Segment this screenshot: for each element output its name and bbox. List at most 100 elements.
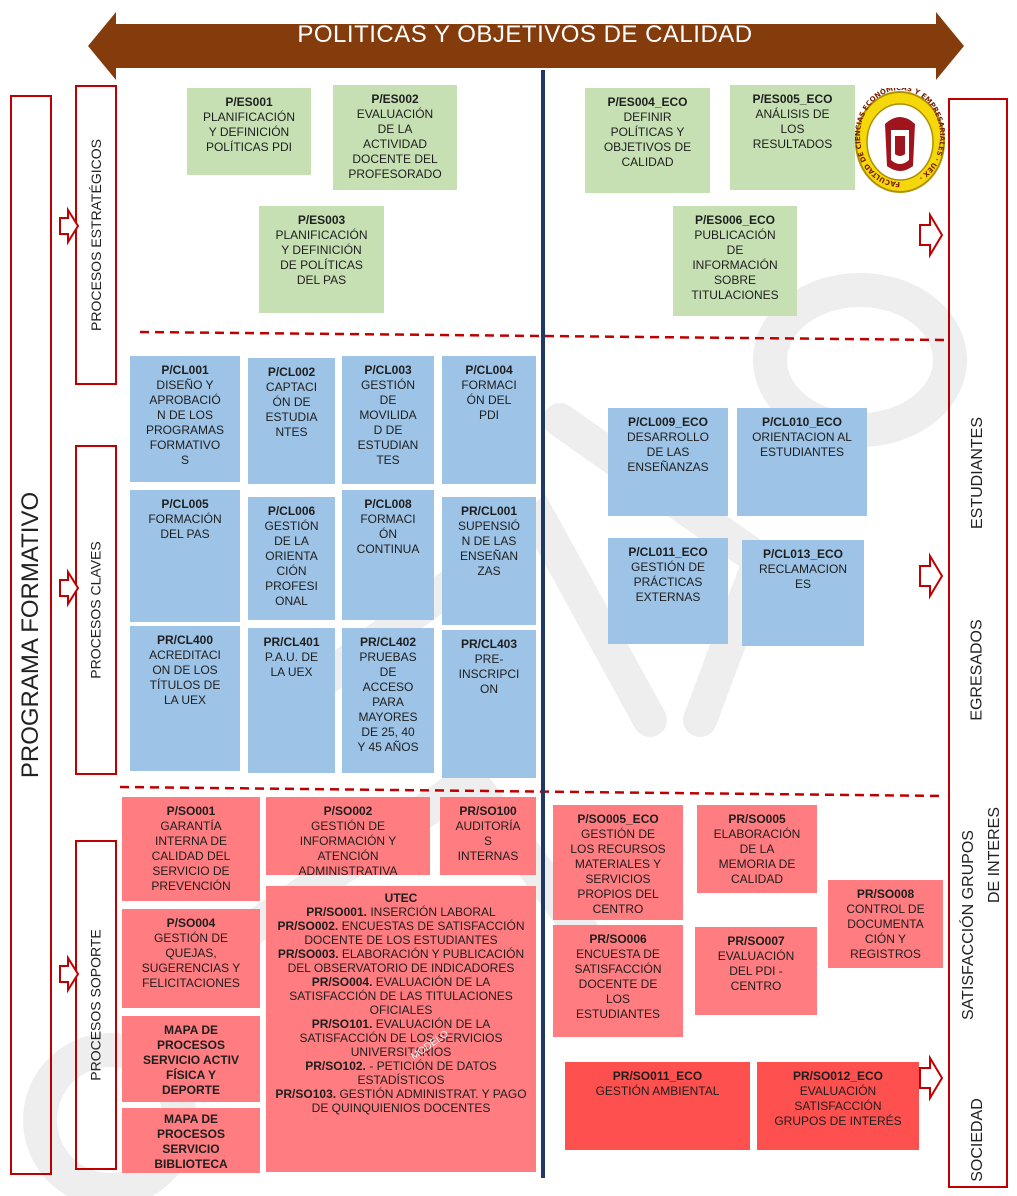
process-code: P/CL008 <box>364 497 412 511</box>
process-description: PUBLICACIÓN DE INFORMACIÓN SOBRE TITULAC… <box>691 228 779 302</box>
arrow-right-icon <box>59 568 80 608</box>
process-description: EVALUACIÓN DEL PDI - CENTRO <box>717 949 795 993</box>
process-box-pcl008[interactable]: P/CL008 FORMACI ÓN CONTINUA <box>342 490 434 620</box>
process-description: GESTIÓN DE PRÁCTICAS EXTERNAS <box>630 560 705 604</box>
process-box-pso005-eco[interactable]: P/SO005_ECO GESTIÓN DE LOS RECURSOS MATE… <box>553 805 683 920</box>
faculty-seal-icon: FACULTAD DE CIENCIAS ECONÓMICAS Y EMPRES… <box>855 88 945 193</box>
utec-item: PR/SO001. INSERCIÓN LABORAL <box>306 905 495 919</box>
process-box-prso012-eco[interactable]: PR/SO012_ECO EVALUACIÓN SATISFACCIÓN GRU… <box>757 1062 919 1150</box>
process-box-pcl004[interactable]: P/CL004 FORMACI ÓN DEL PDI <box>442 356 536 484</box>
process-description: ANÁLISIS DE LOS RESULTADOS <box>752 107 833 151</box>
utec-item-code: PR/SO002. <box>277 919 339 933</box>
process-description: ORIENTACION AL ESTUDIANTES <box>752 430 852 459</box>
utec-item-text: - PETICIÓN DE DATOS ESTADÍSTICOS <box>357 1059 497 1087</box>
process-box-prso007[interactable]: PR/SO007 EVALUACIÓN DEL PDI - CENTRO <box>695 927 817 1015</box>
process-box-pcl009-eco[interactable]: P/CL009_ECO DESARROLLO DE LAS ENSEÑANZAS <box>608 408 728 516</box>
process-box-pes001[interactable]: P/ES001 PLANIFICACIÓN Y DEFINICIÓN POLÍT… <box>187 88 311 175</box>
utec-item: PR/SO102. - PETICIÓN DE DATOS ESTADÍSTIC… <box>272 1059 530 1087</box>
process-description: ELABORACIÓN DE LA MEMORIA DE CALIDAD <box>713 827 801 886</box>
process-code: P/CL013_ECO <box>762 547 844 561</box>
process-code: P/CL002 <box>267 365 316 379</box>
process-box-pso001[interactable]: P/SO001 GARANTÍA INTERNA DE CALIDAD DEL … <box>122 797 260 901</box>
process-description: ACREDITACI ON DE LOS TÍTULOS DE LA UEX <box>149 648 221 707</box>
process-code: P/CL001 <box>161 363 209 377</box>
dashed-separator <box>119 785 946 798</box>
process-code: P/CL003 <box>364 363 412 377</box>
process-box-prcl403[interactable]: PR/CL403 PRE- INSCRIPCI ON <box>442 630 536 778</box>
utec-item-text: EVALUACIÓN DE LA SATISFACCIÓN DE LOS SER… <box>299 1017 503 1059</box>
process-description: GESTIÓN DE INFORMACIÓN Y ATENCIÓN ADMINI… <box>298 819 398 878</box>
process-box-pcl003[interactable]: P/CL003 GESTIÓN DE MOVILIDA D DE ESTUDIA… <box>342 356 434 484</box>
process-description: GESTIÓN DE LOS RECURSOS MATERIALES Y SER… <box>570 827 666 916</box>
utec-item-code: PR/SO103. <box>275 1087 337 1101</box>
grupos-interes-frame <box>948 98 1008 1188</box>
process-box-pcl005[interactable]: P/CL005 FORMACIÓN DEL PAS <box>130 490 240 622</box>
process-box-pes006-eco[interactable]: P/ES006_ECO PUBLICACIÓN DE INFORMACIÓN S… <box>673 206 797 316</box>
process-code: P/ES004_ECO <box>607 95 688 109</box>
process-description: DESARROLLO DE LAS ENSEÑANZAS <box>626 430 710 474</box>
process-box-pes004-eco[interactable]: P/ES004_ECO DEFINIR POLÍTICAS Y OBJETIVO… <box>585 88 710 193</box>
arrow-shape <box>88 12 964 80</box>
process-box-pcl011-eco[interactable]: P/CL011_ECO GESTIÓN DE PRÁCTICAS EXTERNA… <box>608 538 728 644</box>
process-description: EVALUACIÓN SATISFACCIÓN GRUPOS DE INTERÉ… <box>774 1084 902 1128</box>
process-description: CAPTACI ÓN DE ESTUDIA NTES <box>265 380 318 439</box>
programa-formativo-frame <box>10 95 52 1175</box>
utec-title: UTEC <box>384 891 418 905</box>
process-box-pcl006[interactable]: P/CL006 GESTIÓN DE LA ORIENTA CIÓN PROFE… <box>248 497 335 620</box>
process-box-prcl001[interactable]: PR/CL001 SUPENSIÓ N DE LAS ENSEÑAN ZAS <box>442 497 536 625</box>
utec-item-text: ELABORACIÓN Y PUBLICACIÓN DEL OBSERVATOR… <box>287 947 525 975</box>
utec-item-text: INSERCIÓN LABORAL <box>370 905 496 919</box>
process-box-prso008[interactable]: PR/SO008 CONTROL DE DOCUMENTA CIÓN Y REG… <box>828 880 943 968</box>
utec-item-code: PR/SO003. <box>277 947 339 961</box>
process-code: PR/CL401 <box>263 635 320 649</box>
process-box-pes003[interactable]: P/ES003 PLANIFICACIÓN Y DEFINICIÓN DE PO… <box>259 206 384 313</box>
process-box-prso100[interactable]: PR/SO100 AUDITORÍA S INTERNAS <box>440 797 536 875</box>
process-code: P/CL004 <box>465 363 513 377</box>
process-code: P/ES002 <box>371 92 419 106</box>
process-box-prcl400[interactable]: PR/CL400 ACREDITACI ON DE LOS TÍTULOS DE… <box>130 626 240 771</box>
process-box-pes002[interactable]: P/ES002 EVALUACIÓN DE LA ACTIVIDAD DOCEN… <box>333 85 457 190</box>
process-box-pcl002[interactable]: P/CL002 CAPTACI ÓN DE ESTUDIA NTES <box>248 358 335 484</box>
quality-policy-arrow <box>88 12 964 80</box>
arrow-right-icon <box>59 954 80 994</box>
process-box-prcl402[interactable]: PR/CL402 PRUEBAS DE ACCESO PARA MAYORES … <box>342 628 434 773</box>
process-code: PR/SO007 <box>727 934 785 948</box>
process-box-pcl013-eco[interactable]: P/CL013_ECO RECLAMACION ES <box>742 540 864 646</box>
process-description: PRUEBAS DE ACCESO PARA MAYORES DE 25, 40… <box>357 650 419 754</box>
process-box-pcl010-eco[interactable]: P/CL010_ECO ORIENTACION AL ESTUDIANTES <box>737 408 867 516</box>
process-box-pes005-eco[interactable]: P/ES005_ECO ANÁLISIS DE LOS RESULTADOS <box>730 85 855 190</box>
process-description: ENCUESTA DE SATISFACCIÓN DOCENTE DE LOS … <box>574 947 662 1021</box>
process-code: P/SO005_ECO <box>577 812 659 826</box>
process-box-prso011-eco[interactable]: PR/SO011_ECO GESTIÓN AMBIENTAL <box>565 1062 750 1150</box>
process-box-prcl401[interactable]: PR/CL401 P.A.U. DE LA UEX <box>248 628 335 773</box>
process-description: AUDITORÍA S INTERNAS <box>455 819 521 863</box>
process-code: P/CL006 <box>267 504 316 518</box>
utec-item-code: PR/SO102. <box>305 1059 366 1073</box>
process-box-mapa-deporte[interactable]: MAPA DE PROCESOS SERVICIO ACTIV FÍSICA Y… <box>122 1016 260 1102</box>
process-box-pso004[interactable]: P/SO004 GESTIÓN DE QUEJAS, SUGERENCIAS Y… <box>122 909 260 1008</box>
process-description: FORMACI ÓN DEL PDI <box>461 378 517 422</box>
process-box-prso005[interactable]: PR/SO005 ELABORACIÓN DE LA MEMORIA DE CA… <box>697 805 817 893</box>
process-code: PR/SO011_ECO <box>612 1069 703 1083</box>
utec-block[interactable]: UTEC PR/SO001. INSERCIÓN LABORAL PR/SO00… <box>266 886 536 1172</box>
process-code: P/CL011_ECO <box>628 545 708 559</box>
process-code: P/SO004 <box>166 916 216 930</box>
process-box-prso006[interactable]: PR/SO006 ENCUESTA DE SATISFACCIÓN DOCENT… <box>553 925 683 1037</box>
process-code: PR/SO100 <box>459 804 517 818</box>
process-description: SUPENSIÓ N DE LAS ENSEÑAN ZAS <box>457 519 520 578</box>
process-description: EVALUACIÓN DE LA ACTIVIDAD DOCENTE DEL P… <box>348 107 442 181</box>
process-box-pcl001[interactable]: P/CL001 DISEÑO Y APROBACIÓ N DE LOS PROG… <box>130 356 240 482</box>
process-code: MAPA DE PROCESOS SERVICIO BIBLIOTECA <box>154 1112 228 1171</box>
process-code: P/CL010_ECO <box>761 415 843 429</box>
process-box-mapa-biblioteca[interactable]: MAPA DE PROCESOS SERVICIO BIBLIOTECA <box>122 1108 260 1173</box>
arrow-right-icon <box>59 206 80 246</box>
process-description: GESTIÓN AMBIENTAL <box>595 1084 720 1098</box>
procesos-claves-frame <box>75 445 117 775</box>
utec-item: PR/SO003. ELABORACIÓN Y PUBLICACIÓN DEL … <box>272 947 530 975</box>
process-box-pso002[interactable]: P/SO002 GESTIÓN DE INFORMACIÓN Y ATENCIÓ… <box>266 797 430 878</box>
utec-item-code: PR/SO101. <box>311 1017 373 1031</box>
utec-item: PR/SO002. ENCUESTAS DE SATISFACCIÓN DOCE… <box>272 919 530 947</box>
utec-item: PR/SO101. EVALUACIÓN DE LA SATISFACCIÓN … <box>272 1017 530 1059</box>
process-code: P/ES005_ECO <box>752 92 833 106</box>
